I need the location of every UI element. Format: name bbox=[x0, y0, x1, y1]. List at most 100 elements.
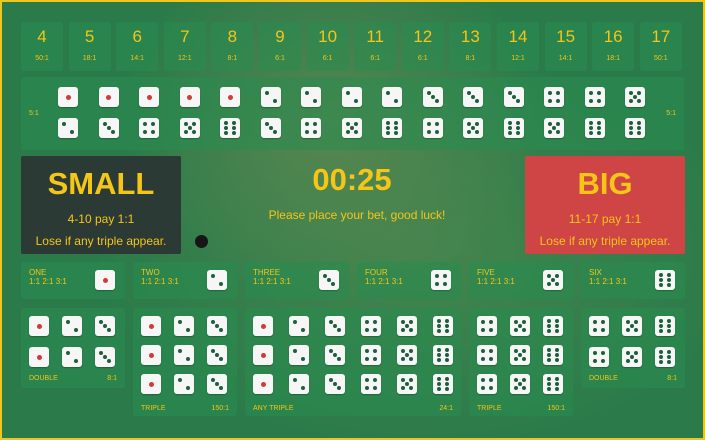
die-pip bbox=[437, 387, 441, 391]
die-pip bbox=[556, 130, 560, 134]
die-pip bbox=[547, 348, 551, 352]
die-pip bbox=[394, 99, 398, 103]
die-pip bbox=[211, 378, 215, 382]
combo-bet-1-5[interactable] bbox=[178, 85, 202, 143]
die-pip bbox=[634, 320, 638, 324]
die-pip bbox=[489, 328, 493, 332]
die-pip bbox=[481, 328, 485, 332]
die-pip bbox=[467, 130, 471, 134]
single-odds: 1:1 2:1 3:1 bbox=[141, 277, 179, 286]
die-pip bbox=[148, 381, 154, 387]
combo-bet-3-4[interactable] bbox=[421, 85, 445, 143]
combo-bet-1-2[interactable] bbox=[56, 85, 80, 143]
die-pip bbox=[555, 353, 559, 357]
die-pip bbox=[515, 99, 520, 103]
die-3-icon bbox=[325, 316, 345, 336]
die-pip bbox=[556, 99, 560, 103]
big-bet-area[interactable]: BIG 11-17 pay 1:1 Lose if any triple app… bbox=[525, 156, 685, 254]
single-odds: 1:1 2:1 3:1 bbox=[365, 277, 403, 286]
combo-bet-4-5[interactable] bbox=[542, 85, 566, 143]
die-pip bbox=[401, 378, 405, 382]
die-pip bbox=[475, 130, 479, 134]
die-pip bbox=[386, 91, 390, 95]
die-pip bbox=[547, 324, 551, 328]
die-pip bbox=[626, 351, 630, 355]
single-name: THREE bbox=[253, 268, 281, 277]
die-pip bbox=[353, 130, 358, 134]
die-pip bbox=[219, 328, 223, 332]
combo-bet-4-6[interactable] bbox=[583, 85, 607, 143]
combo-bet-1-4[interactable] bbox=[137, 85, 161, 143]
die-6-icon bbox=[584, 118, 605, 138]
combo-bet-2-6[interactable] bbox=[380, 85, 404, 143]
die-pip bbox=[401, 386, 405, 390]
die-pip bbox=[445, 329, 449, 333]
triple-bet-left[interactable]: TRIPLE 150:1 bbox=[133, 308, 237, 416]
combo-bet-2-5[interactable] bbox=[340, 85, 364, 143]
big-pay: 11-17 pay 1:1 bbox=[568, 212, 642, 226]
combo-bet-2-4[interactable] bbox=[299, 85, 323, 143]
die-pip bbox=[260, 352, 266, 358]
die-pip bbox=[556, 122, 560, 126]
die-pip bbox=[659, 283, 663, 287]
die-5-icon bbox=[544, 118, 564, 138]
die-pip bbox=[489, 386, 493, 390]
combo-bet-2-3[interactable] bbox=[259, 85, 283, 143]
die-pip bbox=[629, 99, 633, 103]
die-pip bbox=[178, 378, 182, 382]
combo-bet-1-6[interactable] bbox=[218, 85, 242, 143]
triple-bet-right[interactable]: TRIPLE 150:1 bbox=[469, 308, 573, 416]
combo-bet-1-3[interactable] bbox=[97, 85, 121, 143]
die-pip bbox=[405, 324, 409, 328]
combo-bet-3-6[interactable] bbox=[502, 85, 526, 143]
die-pip bbox=[548, 99, 552, 103]
double-bet-right[interactable]: DOUBLE 8:1 bbox=[581, 308, 685, 388]
die-pip bbox=[232, 131, 236, 135]
die-4-icon bbox=[301, 118, 321, 138]
combo-bet-3-5[interactable] bbox=[461, 85, 485, 143]
die-pip bbox=[36, 323, 42, 329]
die-pip bbox=[522, 378, 526, 382]
die-pip bbox=[634, 328, 638, 332]
die-pip bbox=[394, 126, 398, 130]
die-pip bbox=[552, 126, 556, 130]
die-2-icon bbox=[289, 345, 309, 365]
sum-value: 4 bbox=[37, 27, 47, 46]
double-bet-left[interactable]: DOUBLE 8:1 bbox=[21, 308, 125, 388]
die-pip bbox=[514, 386, 518, 390]
combo-bet-5-6[interactable] bbox=[623, 85, 647, 143]
die-5-icon bbox=[510, 374, 530, 394]
small-bet-area[interactable]: SMALL 4-10 pay 1:1 Lose if any triple ap… bbox=[21, 156, 181, 254]
any-triple-bet[interactable]: ANY TRIPLE 24:1 bbox=[245, 308, 461, 416]
die-1-icon bbox=[253, 345, 273, 365]
die-4-icon bbox=[139, 118, 159, 138]
die-3-icon bbox=[319, 270, 339, 290]
die-pip bbox=[386, 121, 390, 125]
die-pip bbox=[186, 328, 190, 332]
sum-value: 15 bbox=[556, 27, 576, 46]
die-pip bbox=[637, 131, 641, 135]
die-pip bbox=[365, 357, 369, 361]
die-pip bbox=[555, 358, 559, 362]
